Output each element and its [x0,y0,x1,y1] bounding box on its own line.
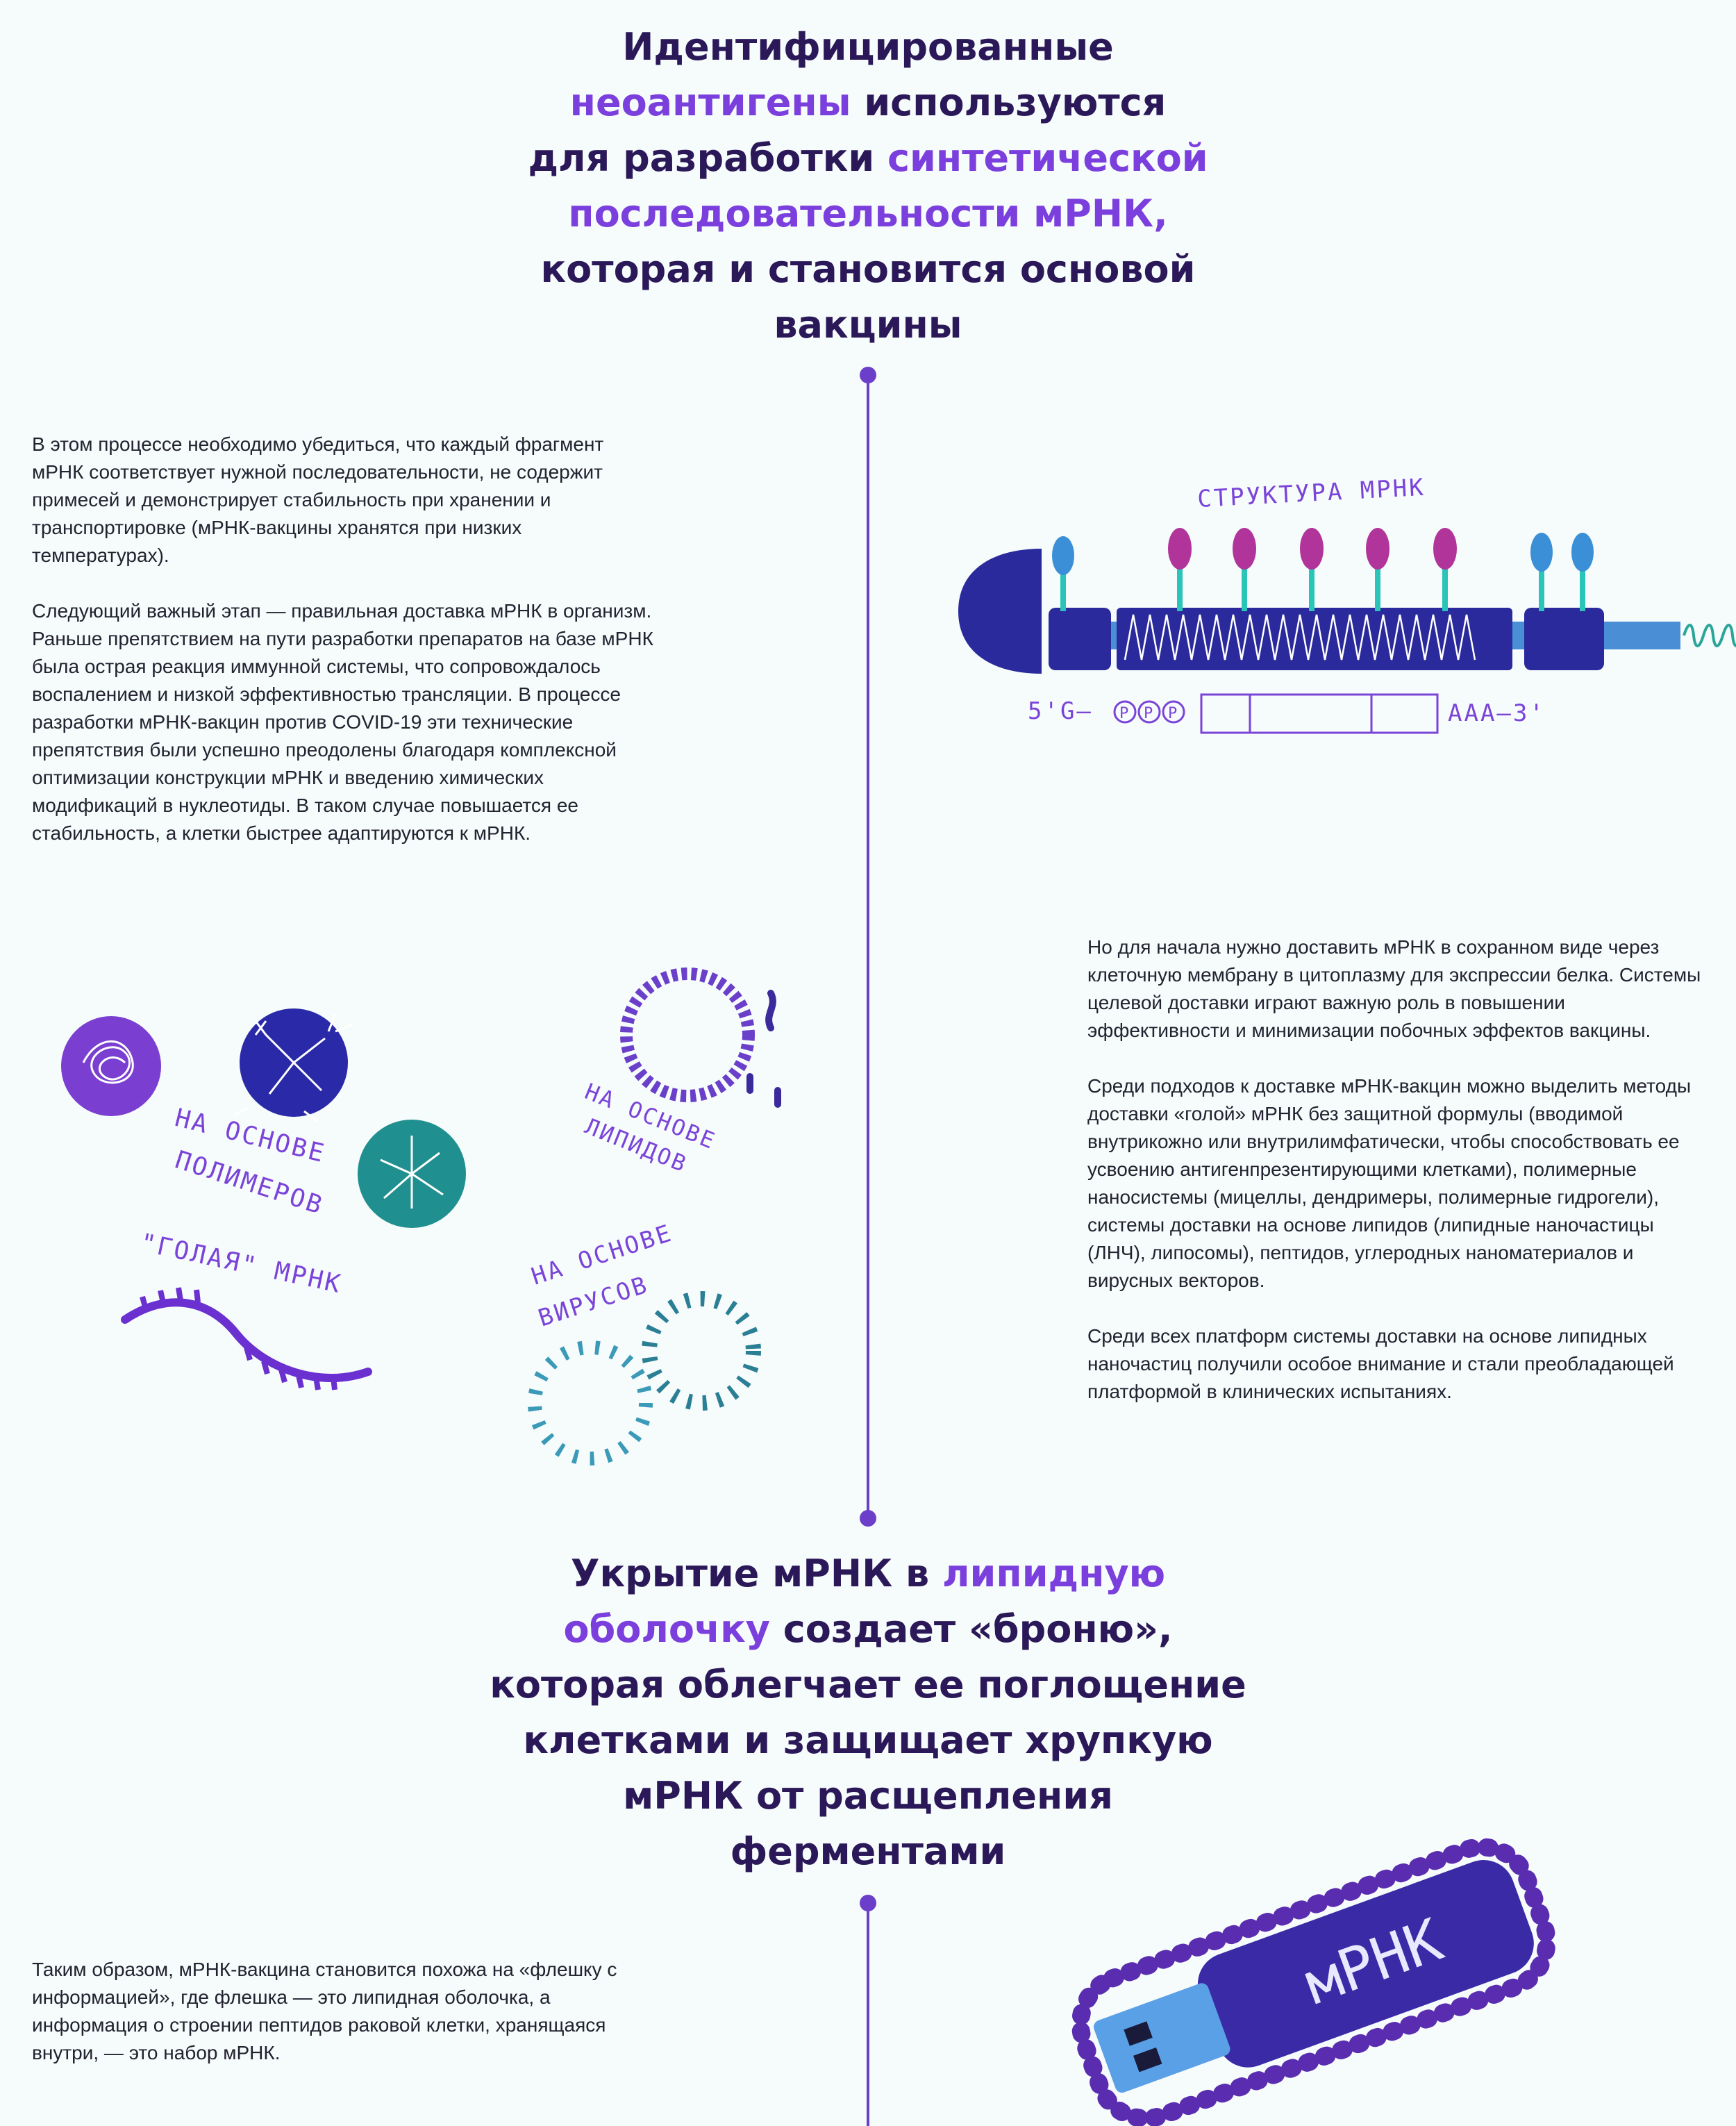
heading1-accent-synthetic: синтетической [887,136,1208,180]
usb-port-hole-1 [1124,2021,1153,2046]
bottom-text-block: Таким образом, мРНК-вакцина становится п… [32,1956,643,2095]
lipid-molecules [746,990,781,1108]
utr-block-left [1049,608,1111,670]
timeline-line-top [867,375,869,1521]
lipid-liposome [620,968,755,1102]
utr-block-right [1524,608,1604,670]
three-prime-label: AAA–3' [1448,699,1546,727]
usb-port-hole-2 [1133,2047,1162,2073]
mrna-usb-flash-illustration: мРНК [1071,1838,1556,2126]
label-viruses-line1: НА ОСНОВЕ [528,1219,676,1290]
heading2-line5: мРНК от расщепления [623,1774,1113,1818]
right-paragraph-2: Среди подходов к доставке мРНК-вакцин мо… [1087,1075,1692,1291]
left-text-block: В этом процессе необходимо убедиться, чт… [32,431,657,875]
heading1-line3-plain: для разработки [528,136,888,180]
mrna-structure-diagram: СТРУКТУРА МРНК 5'G– P P P AAA–3' [958,474,1736,734]
naked-mrna-strand [121,1298,372,1382]
viral-vector-1 [528,1340,653,1465]
heading1-line1: Идентифицированные [622,25,1114,69]
heading1-line6: вакцины [774,303,962,347]
usb-connector [1094,1983,1230,2093]
bottom-paragraph-1: Таким образом, мРНК-вакцина становится п… [32,1959,617,2063]
heading1-line3: для разработки синтетической [347,131,1389,186]
heading2-line3: которая облегчает ее поглощение [490,1663,1246,1706]
poly-a-tail [1683,624,1736,647]
micelle-scribble [82,1040,134,1084]
right-paragraph-3: Среди всех платформ системы доставки на … [1087,1325,1674,1402]
five-prime-label: 5'G– [1028,697,1093,725]
phosphate-2: P [1144,705,1155,722]
heading2-line2-rest: создает «броню», [769,1607,1173,1651]
timeline-dot-top [860,367,876,383]
polymer-particle-micelle [61,1016,161,1116]
phosphate-1: P [1119,705,1130,722]
heading1-line4: последовательности мРНК, [568,192,1168,235]
right-text-block: Но для начала нужно доставить мРНК в сох… [1087,933,1712,1434]
lipid-shell: мРНК [1071,1838,1556,2126]
left-paragraph-1: В этом процессе необходимо убедиться, чт… [32,433,604,566]
heading2-line6: ферментами [730,1829,1006,1873]
heading2-line1: Укрытие мРНК в липидную [347,1546,1389,1602]
heading1-accent-neoantigens: неоантигены [569,81,851,124]
timeline-dot-bottom [860,1895,876,1911]
timeline-line-bottom [867,1903,869,2126]
heading1-line2: неоантигены используются [347,75,1389,131]
left-paragraph-2: Следующий важный этап — правильная доста… [32,600,653,844]
timeline-dot-middle [860,1510,876,1527]
heading-lipid-armor: Укрытие мРНК в липидную оболочку создает… [347,1546,1389,1879]
coding-region-scribble [1124,614,1476,661]
phosphate-group: P P P [1113,700,1185,724]
label-naked-mrna: "ГОЛАЯ" МРНК [137,1229,344,1299]
usb-body [1197,1860,1534,2068]
hydrogel-strands [380,1136,444,1209]
phosphate-3: P [1168,705,1179,722]
heading-mrna-synthesis: Идентифицированные неоантигены использую… [347,19,1389,353]
heading2-accent-shell: оболочку [563,1607,770,1651]
coding-region-block [1117,608,1512,670]
heading2-accent-lipid: липидную [942,1552,1166,1595]
sequence-box [1200,693,1439,734]
heading2-line4: клетками и защищает хрупкую [523,1718,1213,1762]
heading2-line2: оболочку создает «броню», [347,1602,1389,1657]
nucleotide-pins [1052,528,1594,611]
naked-mrna-bases [140,1287,337,1390]
dendrimer-branches [234,1013,353,1123]
heading1-line2-rest: используются [851,81,1167,124]
viral-vector-2 [642,1291,761,1411]
right-paragraph-1: Но для начала нужно доставить мРНК в сох… [1087,936,1701,1041]
delivery-methods-illustration: НА ОСНОВЕ ПОЛИМЕРОВ НА ОСНОВЕ ЛИПИДОВ "Г… [61,968,781,1465]
five-prime-cap [958,549,1042,674]
mrna-structure-title: СТРУКТУРА МРНК [1196,474,1426,513]
heading1-line5: которая и становится основой [540,247,1196,291]
heading2-line1-plain: Укрытие мРНК в [570,1552,942,1595]
